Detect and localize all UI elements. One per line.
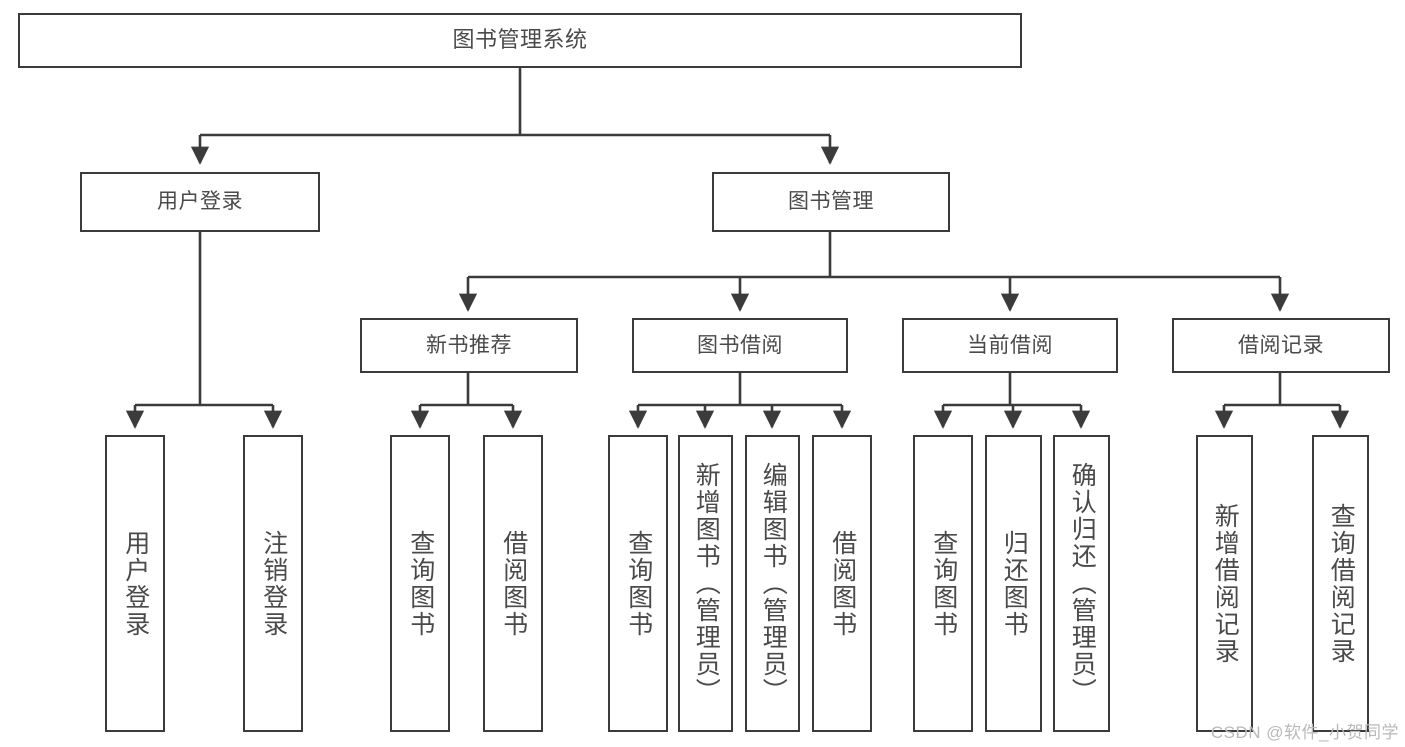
leaf-add-borrow-record[interactable]: 新增借阅记录 (1196, 435, 1253, 732)
node-book-management[interactable]: 图书管理 (712, 172, 950, 232)
node-label: 用户登录 (121, 529, 150, 638)
leaf-query-book-current[interactable]: 查询图书 (913, 435, 973, 732)
node-label: 借阅记录 (1238, 333, 1324, 357)
node-label: 用户登录 (157, 190, 243, 214)
node-label: 归还图书 (1000, 529, 1029, 638)
node-label: 图书管理 (788, 190, 874, 214)
node-label: 编辑图书（管理员） (759, 462, 788, 705)
watermark-text: CSDN @软件_小贺同学 (1210, 723, 1399, 742)
node-label: 图书管理系统 (452, 27, 588, 53)
node-label: 借阅图书 (499, 529, 528, 638)
leaf-confirm-return-admin[interactable]: 确认归还（管理员） (1053, 435, 1110, 732)
node-label: 新增借阅记录 (1211, 502, 1240, 665)
node-new-book-recommend[interactable]: 新书推荐 (360, 318, 578, 373)
node-label: 当前借阅 (967, 333, 1053, 357)
node-book-borrow[interactable]: 图书借阅 (632, 318, 848, 373)
leaf-add-book-admin[interactable]: 新增图书（管理员） (678, 435, 733, 732)
node-label: 注销登录 (259, 529, 288, 638)
node-root-system[interactable]: 图书管理系统 (18, 13, 1022, 68)
leaf-borrow-book-new[interactable]: 借阅图书 (483, 435, 543, 732)
leaf-borrow-book[interactable]: 借阅图书 (812, 435, 872, 732)
node-label: 新增图书（管理员） (692, 462, 721, 705)
node-label: 查询借阅记录 (1327, 502, 1356, 665)
leaf-query-borrow-record[interactable]: 查询借阅记录 (1312, 435, 1369, 732)
node-label: 图书借阅 (697, 333, 783, 357)
leaf-user-login[interactable]: 用户登录 (105, 435, 165, 732)
node-current-borrow[interactable]: 当前借阅 (902, 318, 1118, 373)
node-label: 新书推荐 (426, 333, 512, 357)
leaf-query-book-new[interactable]: 查询图书 (390, 435, 450, 732)
leaf-edit-book-admin[interactable]: 编辑图书（管理员） (745, 435, 800, 732)
node-label: 借阅图书 (828, 529, 857, 638)
node-label: 查询图书 (406, 529, 435, 638)
leaf-query-book-borrow[interactable]: 查询图书 (608, 435, 668, 732)
node-label: 确认归还（管理员） (1068, 462, 1097, 705)
node-user-login[interactable]: 用户登录 (80, 172, 320, 232)
node-borrow-record[interactable]: 借阅记录 (1172, 318, 1390, 373)
node-label: 查询图书 (624, 529, 653, 638)
leaf-user-logout[interactable]: 注销登录 (243, 435, 303, 732)
leaf-return-book[interactable]: 归还图书 (985, 435, 1042, 732)
node-label: 查询图书 (929, 529, 958, 638)
